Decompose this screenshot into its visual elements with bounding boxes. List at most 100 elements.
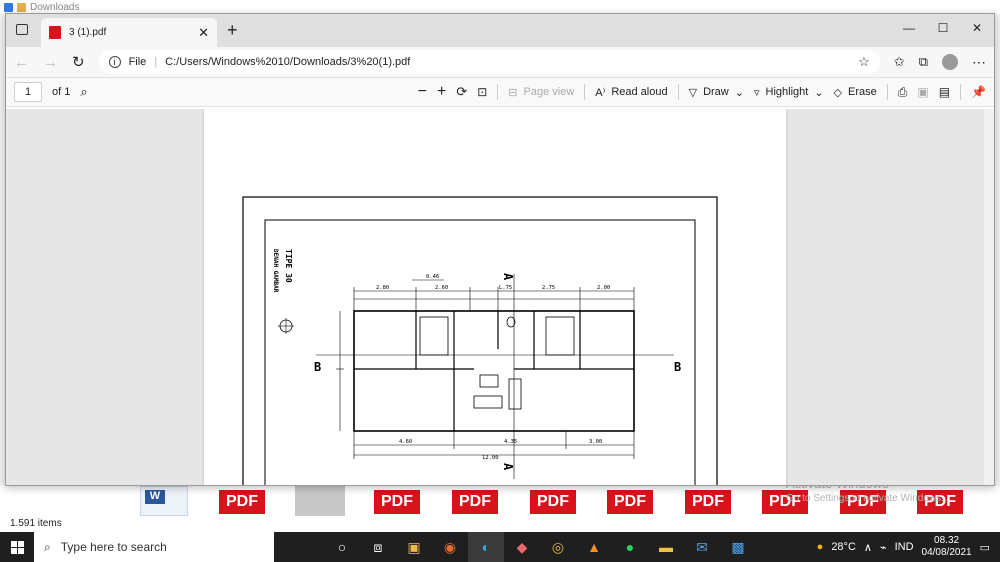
search-icon: ⌕ — [44, 539, 51, 554]
profile-avatar[interactable] — [942, 54, 958, 70]
cortana-icon[interactable]: ○ — [337, 539, 347, 555]
more-menu-icon[interactable]: ⋯ — [972, 53, 986, 70]
network-icon[interactable]: ⌁ — [879, 541, 887, 554]
drawing-subtitle: DENAH GAMBAR — [272, 249, 279, 293]
taskbar: ⌕ Type here to search ○ ⧈ ▣ ◉ ◐ ◆ ◎ ▲ ● … — [0, 532, 1000, 562]
word-icon: W — [145, 490, 165, 504]
pdf-toolbar: 1 of 1 ⌕ − + ⟳ ⊡ ⊟Page view A⁾Read aloud… — [6, 78, 994, 107]
print-icon[interactable]: ⎙ — [897, 84, 908, 99]
store-icon[interactable]: ▣ — [407, 538, 421, 555]
save-as-icon[interactable]: ▤ — [938, 85, 951, 99]
search-icon[interactable]: ⌕ — [80, 84, 88, 99]
erase-label: Erase — [848, 86, 877, 98]
explorer-title: Downloads — [30, 1, 80, 13]
close-window-button[interactable]: ✕ — [971, 21, 983, 35]
vertical-scrollbar[interactable] — [984, 109, 994, 485]
pdf-file-tile[interactable]: PDF — [917, 490, 963, 514]
pdf-file-tile[interactable]: PDF — [762, 490, 808, 514]
erase-button[interactable]: ◇Erase — [834, 86, 877, 99]
info-icon[interactable]: i — [108, 56, 121, 68]
dim-label-top: 2.75 — [542, 285, 555, 291]
chrome-icon[interactable]: ◎ — [551, 538, 565, 555]
back-button[interactable]: ← — [14, 53, 29, 71]
new-tab-button[interactable]: + — [227, 20, 238, 40]
divider — [497, 84, 499, 100]
word-file-thumbnail[interactable]: W — [140, 486, 188, 516]
pdf-file-tile[interactable]: PDF — [840, 490, 886, 514]
highlight-icon: ▿ — [753, 86, 760, 99]
tab-actions-icon[interactable] — [16, 24, 28, 35]
image-file-thumbnail[interactable] — [295, 486, 345, 516]
pdf-icon — [49, 26, 61, 39]
paint-icon[interactable]: ◆ — [516, 538, 528, 555]
taskbar-search-box[interactable]: ⌕ Type here to search — [34, 532, 274, 562]
highlight-button[interactable]: ▿Highlight⌄ — [754, 86, 824, 99]
pdf-file-tile[interactable]: PDF — [530, 490, 576, 514]
dimension-ticks-bottom — [353, 431, 635, 459]
notification-icon[interactable]: ▭ — [979, 541, 990, 554]
spotify-icon[interactable]: ● — [625, 539, 635, 555]
task-view-icon[interactable]: ⧈ — [373, 538, 383, 555]
activate-subtitle: Go to Settings to activate Windows. — [786, 493, 944, 504]
floor-plan-drawing: TIPE 30 DENAH GAMBAR 2.80 2.60 L.75 2.75… — [242, 196, 718, 485]
pdf-file-tile[interactable]: PDF — [607, 490, 653, 514]
chevron-down-icon[interactable]: ⌄ — [734, 86, 744, 99]
temperature[interactable]: 28°C — [831, 541, 856, 553]
vlc-icon[interactable]: ▲ — [587, 539, 601, 555]
pin-toolbar-icon[interactable]: 📌 — [971, 85, 986, 99]
search-placeholder: Type here to search — [60, 540, 167, 554]
dim-label-046: 0.46 — [426, 274, 439, 280]
pdf-viewer[interactable]: TIPE 30 DENAH GAMBAR 2.80 2.60 L.75 2.75… — [6, 109, 994, 485]
favorites-icon[interactable]: ✩ — [893, 54, 905, 69]
dim-label-bottom: 3.00 — [589, 439, 602, 445]
pdf-file-tile[interactable]: PDF — [219, 490, 265, 514]
dim-label-top: 2.60 — [435, 285, 448, 291]
language-indicator[interactable]: IND — [894, 541, 914, 553]
bed-icon — [545, 316, 575, 356]
media-player-icon[interactable]: ◉ — [443, 538, 457, 555]
divider — [960, 84, 962, 100]
refresh-button[interactable]: ↻ — [72, 54, 85, 71]
folder-icon — [17, 2, 26, 12]
read-aloud-icon: A⁾ — [595, 86, 606, 99]
explorer-icon — [4, 2, 13, 12]
forward-button[interactable]: → — [43, 53, 58, 71]
dimension-ticks-top — [353, 287, 635, 311]
inner-frame — [264, 219, 696, 485]
pdf-page: TIPE 30 DENAH GAMBAR 2.80 2.60 L.75 2.75… — [204, 109, 786, 485]
page-view-button[interactable]: ⊟Page view — [508, 86, 574, 99]
sofa-icon — [473, 395, 503, 409]
pdf-file-tile[interactable]: PDF — [685, 490, 731, 514]
mail-icon[interactable]: ✉ — [696, 538, 708, 555]
fit-page-icon[interactable]: ⊡ — [477, 85, 488, 99]
system-tray: ● 28°C ∧ ⌁ IND 08.32 04/08/2021 ▭ — [817, 532, 1000, 562]
page-view-label: Page view — [523, 86, 575, 98]
zoom-in-button[interactable]: + — [436, 83, 447, 100]
collections-icon[interactable]: ⧉ — [918, 54, 928, 69]
file-explorer-icon[interactable]: ▬ — [659, 539, 673, 555]
divider — [584, 84, 586, 100]
page-number-input[interactable]: 1 — [14, 82, 42, 102]
edge-icon[interactable]: ◐ — [468, 532, 504, 562]
add-favorite-icon[interactable]: ☆ — [858, 54, 870, 69]
address-field[interactable]: i File | C:/Users/Windows%2010/Downloads… — [98, 50, 880, 74]
clock[interactable]: 08.32 04/08/2021 — [922, 535, 972, 559]
windows-start-icon[interactable] — [0, 532, 34, 562]
zoom-out-button[interactable]: − — [417, 83, 427, 100]
pdf-file-tile[interactable]: PDF — [452, 490, 498, 514]
draw-button[interactable]: ▽Draw⌄ — [689, 86, 744, 99]
chevron-down-icon[interactable]: ⌄ — [814, 86, 824, 99]
drawing-title: TIPE 30 — [284, 249, 293, 283]
close-tab-icon[interactable]: ✕ — [198, 24, 209, 40]
maximize-button[interactable]: ☐ — [937, 21, 949, 35]
chevron-up-icon[interactable]: ∧ — [863, 541, 872, 554]
read-aloud-button[interactable]: A⁾Read aloud — [595, 86, 667, 99]
save-icon[interactable]: ▣ — [917, 85, 929, 99]
weather-icon[interactable]: ● — [816, 541, 824, 553]
rotate-icon[interactable]: ⟳ — [456, 84, 468, 99]
minimize-button[interactable]: — — [903, 21, 915, 35]
divider — [886, 84, 888, 100]
pdf-file-tile[interactable]: PDF — [374, 490, 420, 514]
photos-icon[interactable]: ▩ — [731, 538, 745, 555]
tab-pdf[interactable]: 3 (1).pdf ✕ — [41, 18, 217, 47]
